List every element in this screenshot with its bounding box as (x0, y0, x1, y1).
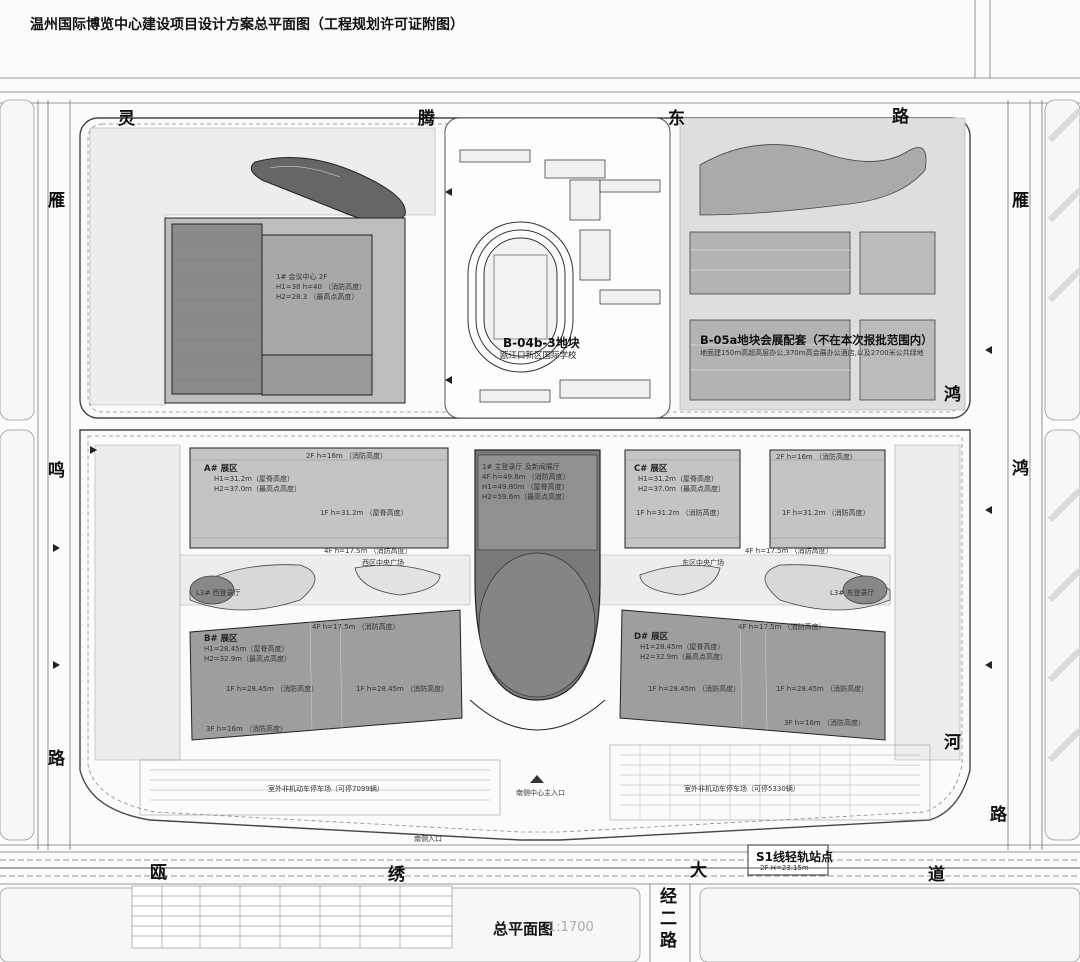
footer-title: 总平面图 (493, 920, 554, 938)
footer-scale: 1:1700 (548, 920, 594, 935)
school-buildings (459, 149, 661, 403)
hall-d-f2: 1F h=28.45m （消防高度） (776, 685, 869, 693)
plot-b04b3-sub: 瓯江口新区国际学校 (500, 351, 577, 361)
hall-b-f2: 1F h=28.45m （消防高度） (356, 685, 449, 693)
south-access-label: 南侧入口 (414, 835, 442, 843)
exhibition-hall-upper (189, 447, 886, 549)
hall-b-bottom: 3F h=16m （消防高度） (206, 725, 287, 733)
road-name-char: 路 (892, 107, 909, 127)
east-parking-label: 室外非机动车停车场（可停5330辆） (684, 785, 800, 793)
hall-c-h2: H2=37.0m（最高点高度） (638, 485, 725, 493)
west-plaza-label: 西区中央广场 (362, 559, 404, 567)
road-name-char: 鸿 (944, 385, 961, 405)
main-entrance-hall (469, 449, 606, 731)
plot-b05a-name: B-05a地块会展配套（不在本次报批范围内） (700, 333, 933, 347)
road-name-char: 路 (990, 805, 1007, 825)
main-hall-label: 4F h=49.8m （消防高度） (482, 473, 570, 481)
west-parking-label: 室外非机动车停车场（可停7099辆） (268, 785, 384, 793)
road-name-char: 二 (660, 909, 677, 929)
road-name-char: 鸿 (1012, 459, 1029, 479)
hall-a-bottom: 4F h=17.5m （消防高度） (324, 547, 412, 555)
station-label: S1线轻轨站点 (756, 850, 833, 864)
road-name-char: 腾 (418, 109, 435, 129)
map-title: 温州国际博览中心建设项目设计方案总平面图（工程规划许可证附图） (30, 17, 464, 33)
road-name-char: 大 (690, 861, 707, 881)
running-track (467, 221, 574, 373)
main-hall-label: H1=49.80m （屋脊高度） (482, 483, 569, 491)
hall-c-bottom: 4F h=17.5m （消防高度） (745, 547, 833, 555)
road-name-char: 雁 (48, 191, 65, 211)
road-name-char: 路 (48, 749, 65, 769)
road-name-char: 绣 (388, 865, 405, 885)
hall-c-name: C# 展区 (634, 464, 668, 474)
road-name-char: 瓯 (150, 863, 167, 883)
legend-grid (131, 885, 453, 949)
hall-d-bottom: 3F h=16m （消防高度） (784, 719, 865, 727)
hall-b-h2: H2=32.9m（最高点高度） (204, 655, 291, 663)
road-name-char: 鸣 (48, 461, 65, 481)
hall-a-top: 2F h=16m （消防高度） (306, 452, 387, 460)
station-block (747, 844, 829, 876)
parking-areas (139, 744, 931, 821)
west-lobby-label: L3# 西登录厅 (196, 589, 241, 597)
hall-d-h1: H1=28.45m（屋脊高度） (640, 643, 725, 651)
exhibition-hall-lower (189, 609, 886, 741)
hall-b-f1: 1F h=28.45m （消防高度） (226, 685, 319, 693)
road-name-char: 路 (660, 931, 677, 951)
road-name-char: 道 (928, 865, 945, 885)
east-lobby-label: L3# 东登录厅 (830, 589, 875, 597)
hall-b-top: 4F h=17.5m （消防高度） (312, 623, 400, 631)
conference-center (164, 217, 406, 404)
b05a-plot (689, 144, 936, 401)
hall-a-h1: H1=31.2m（屋脊高度） (214, 475, 294, 483)
hall-c-h1: H1=31.2m（屋脊高度） (638, 475, 718, 483)
south-entry-label: 南侧中心主入口 (516, 789, 565, 797)
hall-a-floor: 1F h=31.2m （屋脊高度） (320, 509, 408, 517)
road-name-char: 经 (660, 887, 677, 907)
hall-d-top: 4F h=17.5m （消防高度） (738, 623, 826, 631)
hall-d-name: D# 展区 (634, 632, 669, 642)
road-name-char: 东 (668, 109, 685, 129)
hall-b-name: B# 展区 (204, 634, 238, 644)
conference-label: H2=28.3 （最高点高度） (276, 293, 359, 301)
conference-label: 1# 会议中心 2F (276, 273, 328, 281)
plaza-ovals (189, 564, 891, 611)
road-name-char: 河 (944, 733, 961, 753)
hall-b-h1: H1=28.45m（屋脊高度） (204, 645, 289, 653)
road-name-char: 雁 (1012, 191, 1029, 211)
east-plaza-label: 东区中央广场 (682, 559, 724, 567)
main-hall-label: 1# 主登录厅 及新闻展厅 (482, 463, 560, 471)
conference-label: H1=38 h=40 （消防高度） (276, 283, 367, 291)
plot-b04b3-name: B-04b-3地块 (503, 336, 580, 350)
station-sub-label: 2F H=23.15m (760, 864, 809, 872)
hall-c-f2: 1F h=31.2m （消防高度） (782, 509, 870, 517)
hall-a-name: A# 展区 (204, 464, 238, 474)
hall-a-h2: H2=37.0m（最高点高度） (214, 485, 301, 493)
hall-c-f1: 1F h=31.2m （消防高度） (636, 509, 724, 517)
plot-b05a-sub: 地面建150m高超高层办公,370m高会展办公酒店,以及2700米公共绿地 (700, 349, 924, 357)
hall-d-f1: 1F h=28.45m （消防高度） (648, 685, 741, 693)
hall-d-h2: H2=32.9m（最高点高度） (640, 653, 727, 661)
main-hall-label: H2=59.6m（最高点高度） (482, 493, 569, 501)
hall-c-top: 2F h=16m （消防高度） (776, 453, 857, 461)
road-name-char: 灵 (118, 109, 135, 129)
